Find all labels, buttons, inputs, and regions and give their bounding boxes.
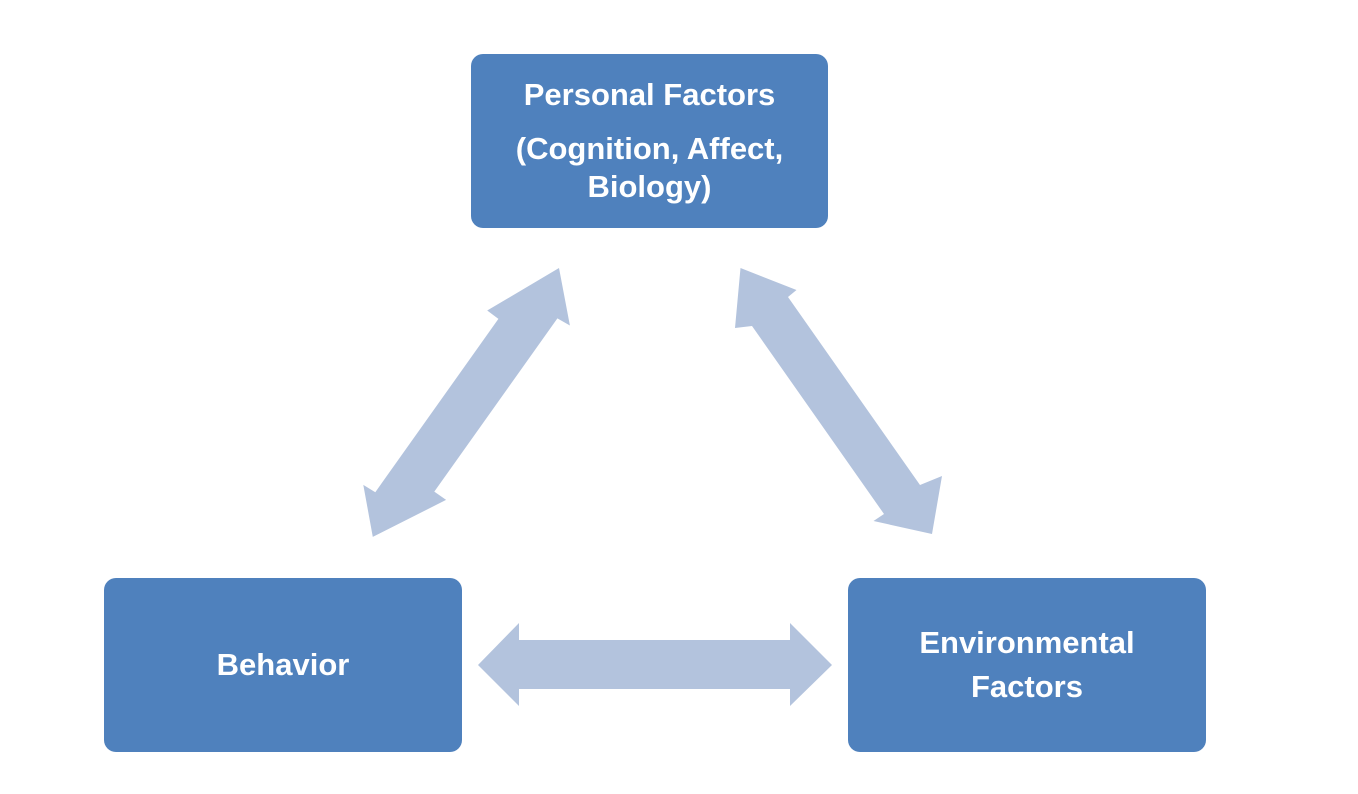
personal-factors-box: Personal Factors (Cognition, Affect, Bio…: [471, 54, 828, 228]
arrow-behavior-environment: [478, 623, 832, 706]
arrow-behavior-personal: [363, 268, 570, 537]
environmental-factors-box: Environmental Factors: [848, 578, 1206, 752]
environmental-factors-label-line2: Factors: [971, 669, 1083, 704]
behavior-box: Behavior: [104, 578, 462, 752]
personal-factors-title: Personal Factors: [523, 77, 776, 112]
environmental-factors-label-line1: Environmental: [919, 625, 1135, 660]
personal-factors-subtitle-line1: (Cognition, Affect,: [515, 131, 784, 166]
arrow-personal-environment: [735, 268, 942, 534]
behavior-label: Behavior: [216, 647, 350, 682]
personal-factors-subtitle-line2: Biology): [587, 169, 712, 204]
